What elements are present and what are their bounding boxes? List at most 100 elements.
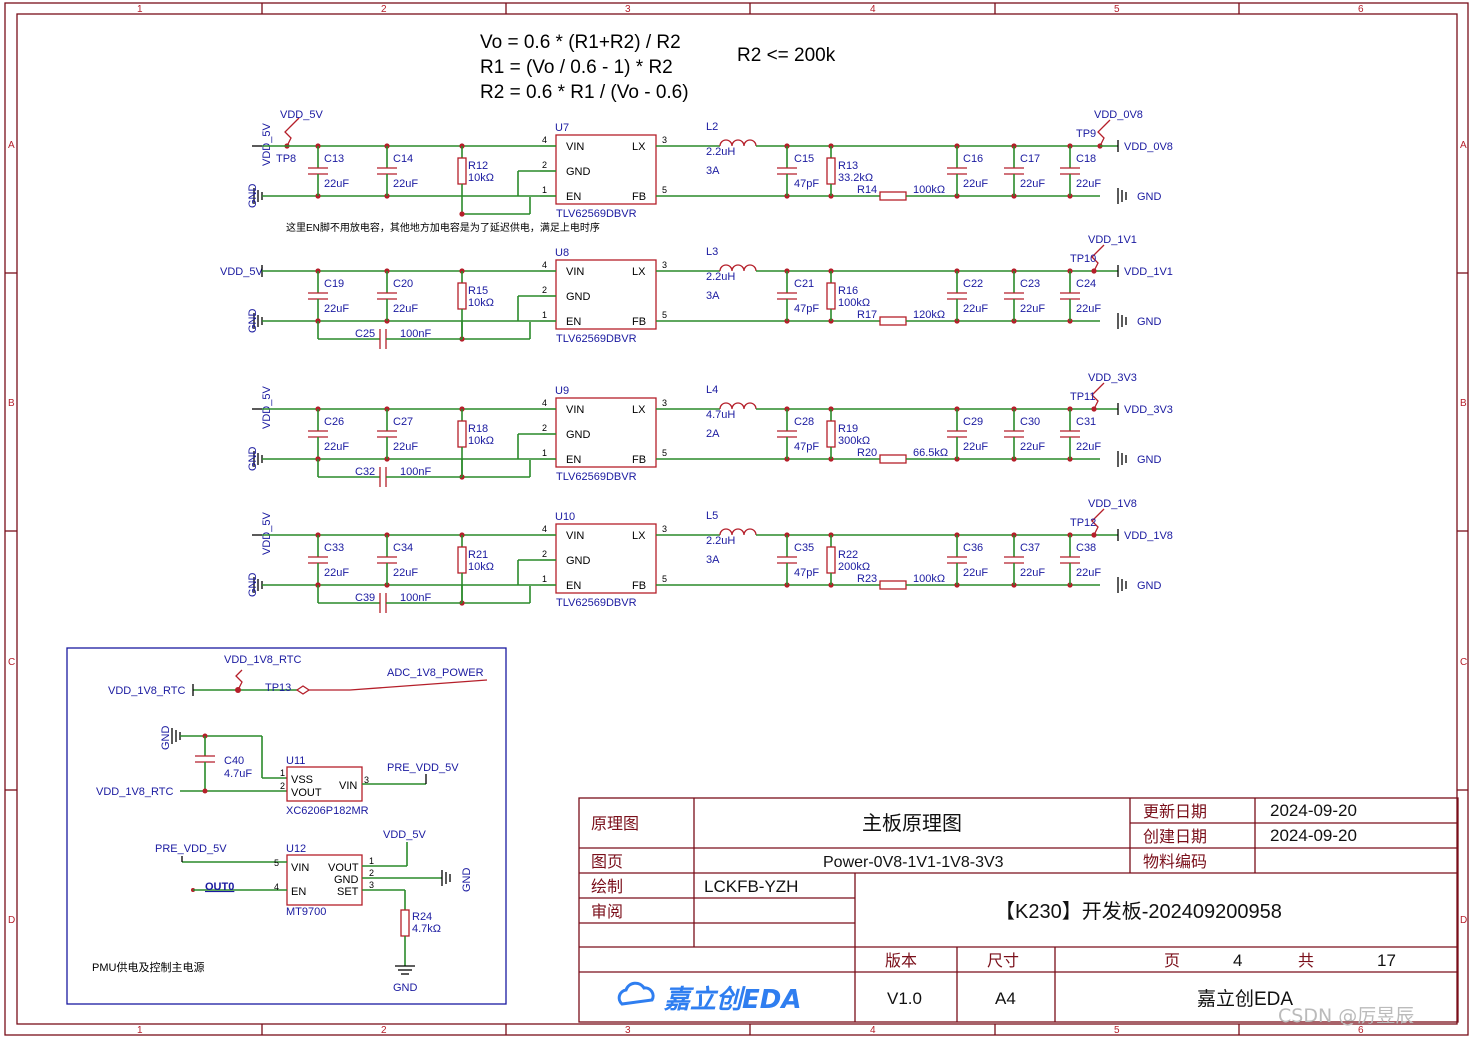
resistor-value: 300kΩ: [838, 435, 870, 447]
adc-net-label: ADC_1V8_POWER: [387, 667, 484, 679]
drawn-by: LCKFB-YZH: [704, 877, 798, 896]
testpoint: [1091, 382, 1105, 410]
cap-ref: C17: [1020, 153, 1040, 165]
label-page: 图页: [591, 852, 623, 871]
sheet-frame: 1 2 3 4 5 6 1 2 3 4 5 6 A B C D A B C D: [4, 2, 1469, 1036]
pmu-gnd-label: GND: [160, 726, 172, 751]
cap-value: 22uF: [324, 178, 349, 190]
cap-ref: C39: [355, 592, 375, 604]
u12-pin-vin: VIN: [291, 862, 309, 874]
testpoint-net: VDD_5V: [280, 109, 323, 121]
pin-vin: VIN: [566, 141, 584, 153]
r24-gnd: GND: [393, 982, 418, 994]
cap-ref: C26: [324, 416, 344, 428]
testpoint-label: TP9: [1076, 128, 1096, 140]
c40-ref: C40: [224, 755, 244, 767]
cap-ref: C27: [393, 416, 413, 428]
junction-dot: [459, 211, 465, 217]
u11-pin1: 1: [280, 768, 285, 778]
label-create: 创建日期: [1143, 827, 1207, 846]
u12-pin2: 2: [369, 868, 374, 878]
u12-pin1: 1: [369, 856, 374, 866]
tp13-net-label: VDD_1V8_RTC: [224, 654, 301, 666]
inductor-value: 2.2uH: [706, 271, 735, 283]
logo-cloud-icon: [617, 981, 655, 1006]
gnd-net-label: GND: [247, 309, 259, 334]
u12-ref: U12: [286, 843, 306, 855]
inductor-current: 3A: [706, 554, 720, 566]
pin-num: 2: [542, 285, 547, 295]
inductor-ref: L5: [706, 510, 718, 522]
row-label: C: [1460, 657, 1467, 668]
gnd-net-label: GND: [247, 184, 259, 209]
cap-value: 22uF: [393, 303, 418, 315]
net-vdd-1v8-rtc: VDD_1V8_RTC: [108, 685, 185, 697]
pmu-title: PMU供电及控制主电源: [92, 960, 204, 974]
cap-ref: C22: [963, 278, 983, 290]
output-net-label: VDD_1V1: [1124, 266, 1173, 278]
pin-num: 1: [542, 185, 547, 195]
col-label: 4: [870, 1025, 876, 1036]
u11-part: XC6206P182MR: [286, 805, 369, 817]
col-label: 5: [1114, 4, 1120, 15]
cap-ref: C19: [324, 278, 344, 290]
output-net-label: VDD_1V8: [1124, 530, 1173, 542]
fb-top-resistor: [826, 546, 836, 574]
resistor-ref: R18: [468, 423, 488, 435]
testpoint-label: TP11: [1070, 391, 1095, 403]
pin-lx: LX: [632, 266, 646, 278]
row-label: A: [1460, 140, 1467, 151]
testpoint-label: TP10: [1070, 253, 1096, 265]
u12-pin-gnd: GND: [334, 874, 359, 886]
cap-value: 22uF: [1020, 178, 1045, 190]
cap-value: 22uF: [963, 567, 988, 579]
regulator-rows: VDD_5VGNDTP8VDD_5VC1322uFC1422uFR1210kΩU…: [220, 109, 1173, 613]
inductor-current: 2A: [706, 428, 720, 440]
testpoint: [1091, 508, 1105, 536]
pin-num: 3: [662, 524, 667, 534]
pin-num: 2: [542, 423, 547, 433]
regulator-ic: [555, 134, 657, 205]
cap-ref: C38: [1076, 542, 1096, 554]
resistor-ref: R23: [857, 573, 877, 585]
label-schematic: 原理图: [591, 814, 639, 833]
gnd-net-label: GND: [247, 447, 259, 472]
input-net-label: VDD_5V: [220, 266, 263, 278]
equation-r1: R1 = (Vo / 0.6 - 1) * R2: [480, 57, 673, 78]
inductor-value: 2.2uH: [706, 146, 735, 158]
cap-ref: C30: [1020, 416, 1040, 428]
col-label: 5: [1114, 1025, 1120, 1036]
u11-pin3: 3: [364, 775, 369, 785]
cap-ref: C31: [1076, 416, 1096, 428]
u12-pin-vout: VOUT: [328, 862, 359, 874]
col-label: 3: [625, 4, 631, 15]
col-label: 6: [1358, 4, 1364, 15]
pin-gnd: GND: [566, 166, 591, 178]
pin-en: EN: [566, 191, 581, 203]
u11-pin2: 2: [280, 781, 285, 791]
resistor-value: 120kΩ: [913, 309, 945, 321]
u12-pin-set: SET: [337, 886, 359, 898]
cap-value: 47pF: [794, 441, 819, 453]
output-net-label: VDD_3V3: [1124, 404, 1173, 416]
col-label: 2: [381, 4, 387, 15]
label-total: 共: [1298, 951, 1314, 970]
schematic-name: 主板原理图: [862, 812, 962, 835]
ic-part: TLV62569DBVR: [556, 471, 637, 483]
pin-num: 1: [542, 448, 547, 458]
label-version: 版本: [885, 951, 917, 970]
row-label: B: [1460, 398, 1467, 409]
testpoint: [1097, 119, 1111, 147]
pin-en: EN: [566, 316, 581, 328]
inductor: [719, 139, 757, 147]
cap-value: 22uF: [1020, 441, 1045, 453]
u12-pin-en: EN: [291, 886, 306, 898]
inductor-value: 2.2uH: [706, 535, 735, 547]
ic-ref: U10: [555, 511, 575, 523]
u11-pin-vss: VSS: [291, 774, 313, 786]
pin-fb: FB: [632, 454, 646, 466]
label-pg: 页: [1164, 951, 1180, 970]
cap-value: 22uF: [963, 178, 988, 190]
cap-value: 22uF: [1076, 303, 1101, 315]
cap-ref: C25: [355, 328, 375, 340]
